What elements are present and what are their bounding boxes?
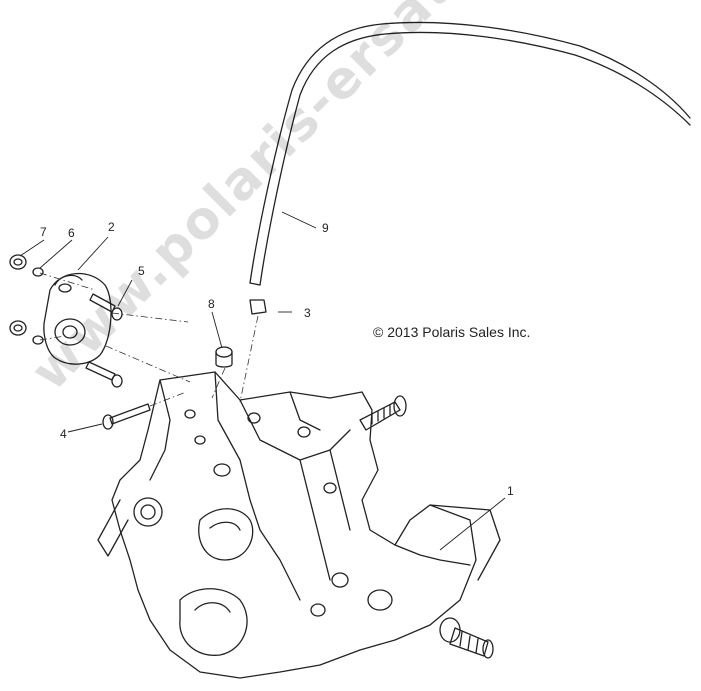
transmission-housing — [97, 371, 501, 679]
input-shaft — [359, 395, 407, 431]
output-shaft — [439, 617, 494, 659]
callout-8: 8 — [208, 297, 215, 311]
copyright-text: © 2013 Polaris Sales Inc. — [373, 324, 531, 340]
mount-bracket — [43, 272, 112, 365]
spacer-8 — [215, 346, 233, 368]
callout-3: 3 — [304, 306, 311, 320]
hose-fitting — [249, 299, 267, 315]
nut-7 — [9, 254, 27, 270]
bolt-4 — [102, 403, 151, 430]
callout-9: 9 — [322, 221, 329, 235]
callout-6: 6 — [68, 226, 75, 240]
bolt-5b — [85, 361, 123, 388]
callout-7: 7 — [40, 225, 47, 239]
callout-4: 4 — [60, 427, 67, 441]
callout-5: 5 — [138, 264, 145, 278]
bolt-5 — [89, 293, 123, 321]
washer-6 — [32, 267, 44, 277]
callout-1: 1 — [507, 484, 514, 498]
vent-hose — [249, 21, 691, 286]
callout-2: 2 — [108, 220, 115, 234]
